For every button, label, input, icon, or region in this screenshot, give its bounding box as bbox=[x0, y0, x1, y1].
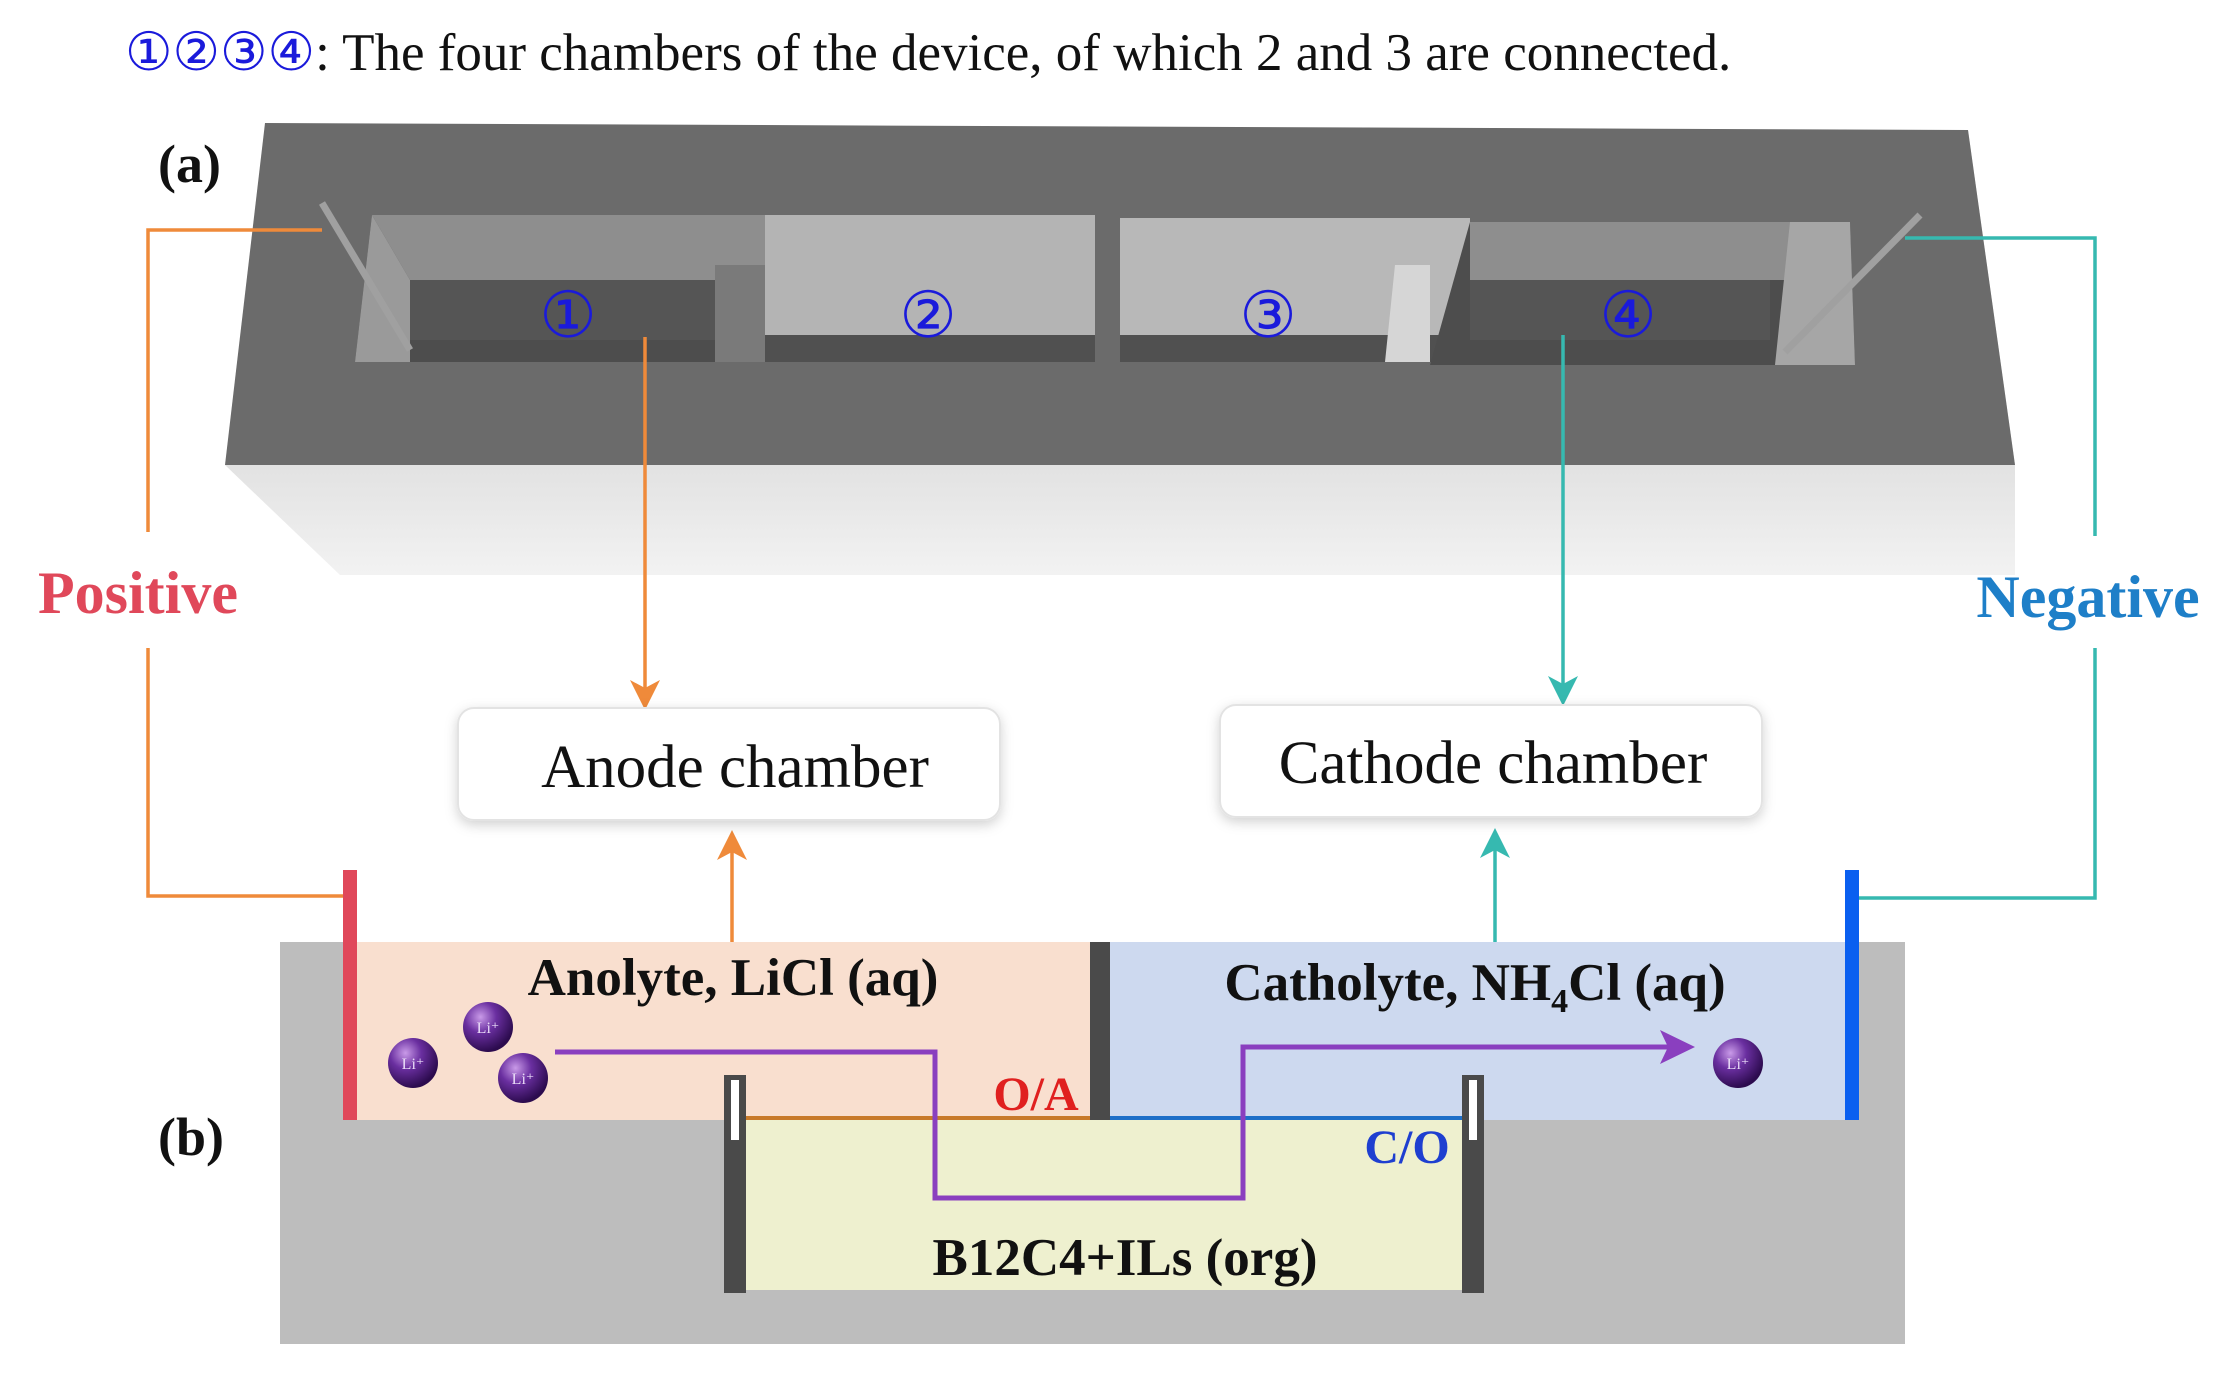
positive-electrode-rod bbox=[318, 201, 414, 352]
chamber-numbers: ① ② ③ ④ bbox=[539, 280, 1656, 351]
svg-text:Li⁺: Li⁺ bbox=[512, 1071, 535, 1088]
organic-right-wall bbox=[1462, 1075, 1484, 1293]
positive-wire-upper bbox=[146, 228, 322, 532]
li-ion: Li⁺ bbox=[388, 1038, 438, 1088]
negative-electrode-rod bbox=[1782, 212, 1923, 355]
panel-label-b: (b) bbox=[158, 1107, 224, 1167]
chamber-number-2: ② bbox=[899, 280, 956, 351]
negative-label: Negative bbox=[1976, 564, 2199, 630]
device-3d bbox=[225, 123, 2015, 575]
li-ions: Li⁺ Li⁺ Li⁺ Li⁺ bbox=[388, 1002, 1763, 1103]
negative-wire-lower bbox=[1852, 648, 2097, 900]
chamber-number-3: ③ bbox=[1239, 280, 1296, 351]
negative-electrode-bar bbox=[1845, 870, 1859, 1120]
cathode-chamber-label: Cathode chamber bbox=[1279, 730, 1708, 797]
li-ion: Li⁺ bbox=[498, 1053, 548, 1103]
chamber-number-1: ① bbox=[539, 280, 596, 351]
header-caption: ①②③④: The four chambers of the device, o… bbox=[125, 24, 1731, 82]
chamber-number-4: ④ bbox=[1599, 280, 1656, 351]
ion-path-arrowhead bbox=[1660, 1030, 1695, 1064]
cross-section bbox=[280, 870, 1905, 1344]
chamber-3-cutout bbox=[1120, 218, 1470, 362]
anode-chamber-box bbox=[457, 707, 1001, 821]
divider-wall bbox=[1090, 942, 1110, 1120]
positive-label: Positive bbox=[38, 560, 238, 626]
anolyte-label: Anolyte, LiCl (aq) bbox=[528, 949, 939, 1007]
svg-text:Li⁺: Li⁺ bbox=[477, 1020, 500, 1037]
chamber-2-cutout bbox=[765, 215, 1095, 362]
li-ion: Li⁺ bbox=[1713, 1038, 1763, 1088]
device-front-face bbox=[225, 465, 2015, 575]
positive-electrode-bar bbox=[343, 870, 357, 1120]
panel-label-a: (a) bbox=[158, 134, 221, 194]
organic-label: B12C4+ILs (org) bbox=[932, 1229, 1317, 1287]
svg-text:Li⁺: Li⁺ bbox=[1727, 1056, 1750, 1073]
wires bbox=[146, 228, 2097, 942]
co-label: C/O bbox=[1364, 1121, 1449, 1174]
chamber-4-cutout bbox=[1430, 222, 1855, 365]
organic-left-wall bbox=[724, 1075, 746, 1293]
anode-chamber-label: Anode chamber bbox=[541, 734, 929, 801]
organic-region bbox=[735, 1118, 1470, 1290]
li-ion: Li⁺ bbox=[463, 1002, 513, 1052]
positive-wire-lower bbox=[146, 648, 350, 898]
catholyte-label: Catholyte, NH4Cl (aq) bbox=[1224, 954, 1725, 1020]
svg-text:Li⁺: Li⁺ bbox=[402, 1056, 425, 1073]
ion-transport-path bbox=[555, 1044, 1668, 1201]
negative-wire-upper bbox=[1905, 236, 2097, 536]
oa-label: O/A bbox=[993, 1068, 1079, 1121]
cathode-chamber-box bbox=[1219, 704, 1763, 818]
